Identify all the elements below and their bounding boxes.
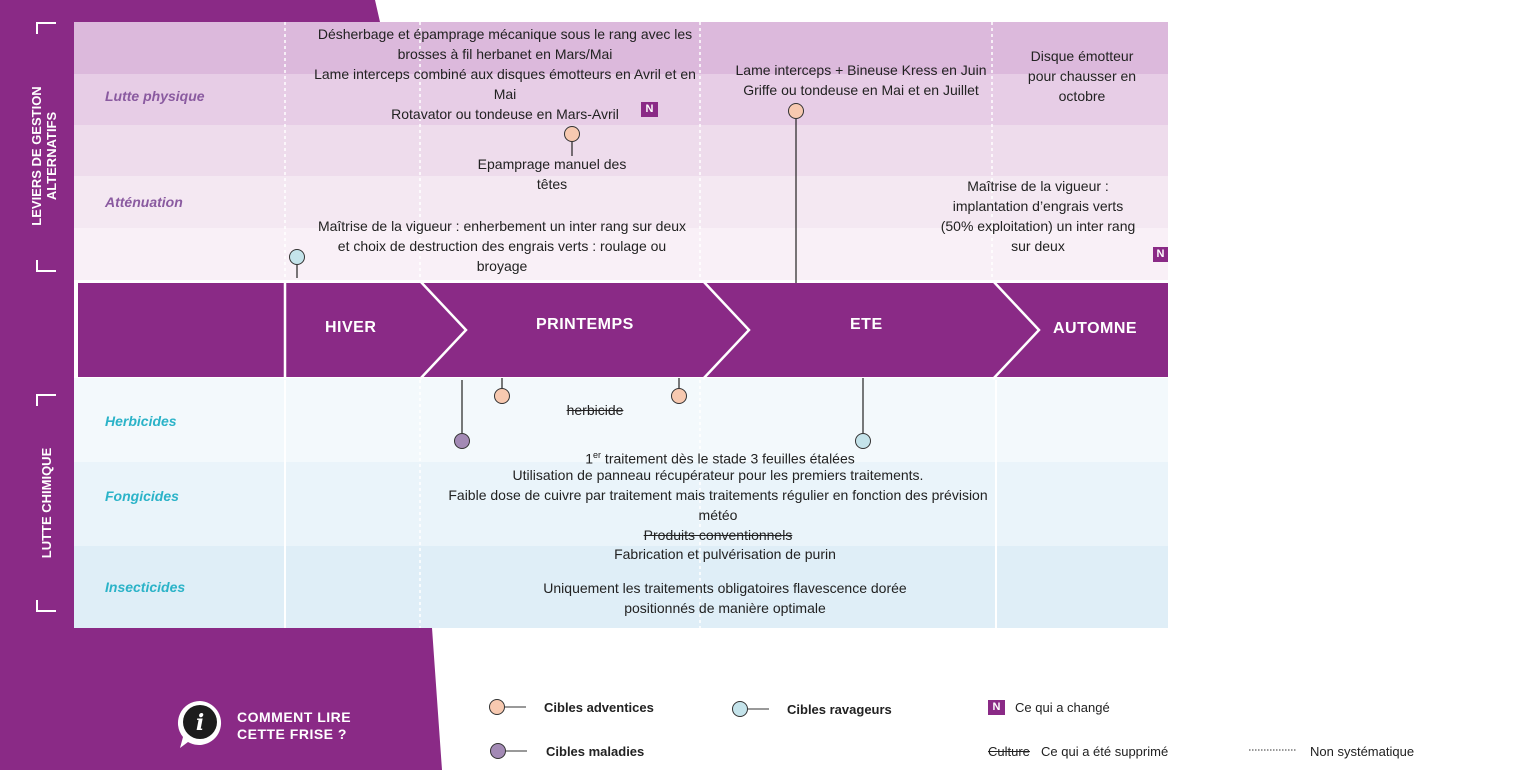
text-line: Disque émotteur [1030, 48, 1134, 64]
text-line: 1 [585, 450, 594, 467]
row-label-attenuation: Atténuation [105, 194, 183, 210]
legend-adventices: Cibles adventices [544, 700, 654, 715]
season-printemps: PRINTEMPS [536, 316, 634, 333]
text-line: Désherbage et épamprage mécanique sous l… [317, 26, 693, 42]
text-line: positionnés de manière optimale [624, 600, 826, 616]
text-line: Lame interceps + Bineuse Kress en Juin [735, 62, 987, 78]
attenuation-epamprage-block: Epamprage manuel des têtes [450, 154, 654, 194]
band-fongicides [74, 462, 1168, 546]
physique-automne-block: Disque émotteur pour chausser en octobre [1000, 46, 1164, 106]
text-line: Utilisation de panneau récupérateur pour… [512, 467, 924, 483]
legend-supprime: Ce qui a été supprimé [1041, 744, 1169, 759]
band-attenuation-3 [74, 228, 1168, 280]
text-line: et choix de destruction des engrais vert… [337, 238, 667, 254]
text-line: sur deux [1011, 238, 1065, 254]
text-line: Faible dose de cuivre par traitement mai… [448, 487, 988, 503]
legend-maladies: Cibles maladies [546, 744, 645, 759]
text-line: implantation d’engrais verts [952, 198, 1124, 214]
text-line: Lame interceps combiné aux disques émott… [314, 66, 696, 82]
band-herbicides [74, 378, 1168, 462]
svg-text:i: i [196, 710, 204, 736]
attenuation-automne-block: Maîtrise de la vigueur : implantation d’… [918, 176, 1158, 256]
text-line: têtes [536, 176, 568, 192]
legend-non-systematique: Non systématique [1310, 744, 1415, 759]
insecticides-text-block: Fabrication et pulvérisation de purin Un… [480, 544, 970, 618]
text-line: Fabrication et pulvérisation de purin [614, 546, 836, 562]
band-attenuation-1 [74, 125, 1168, 176]
text-line: broyage [476, 258, 528, 274]
text-line: pour chausser en [1027, 68, 1137, 84]
season-hiver: HIVER [325, 319, 377, 336]
row-label-lutte-physique: Lutte physique [105, 88, 205, 104]
text-line: Maîtrise de la vigueur : [967, 178, 1109, 194]
bracket [36, 22, 56, 34]
info-caption: COMMENT LIRE CETTE FRISE ? [237, 709, 351, 743]
bracket [36, 260, 56, 272]
physique-ete-block: Lame interceps + Bineuse Kress en Juin G… [716, 60, 1006, 100]
text-line: Mai [493, 86, 517, 102]
bracket [36, 394, 56, 406]
text-line: er [593, 450, 602, 460]
band-insecticides [74, 546, 1168, 628]
text-line: Maîtrise de la vigueur : enherbement un … [317, 218, 687, 234]
text-line: brosses à fil herbanet en Mars/Mai [397, 46, 613, 62]
new-badge: N [1153, 247, 1168, 262]
legend-ravageurs: Cibles ravageurs [787, 702, 892, 717]
text-line-removed: Produits conventionnels [643, 527, 793, 543]
band-attenuation-2 [74, 176, 1168, 228]
text-line: Uniquement les traitements obligatoires … [543, 580, 907, 596]
legend-new-badge: N [988, 700, 1005, 715]
legend-culture: Culture [988, 744, 1030, 759]
text-line: Griffe ou tondeuse en Mai et en Juillet [743, 82, 979, 98]
herbicide-removed: herbicide [566, 402, 624, 418]
traitement-text: 1er traitement dès le stade 3 feuilles é… [520, 445, 920, 469]
info-icon: i [177, 701, 222, 748]
season-automne: AUTOMNE [1053, 320, 1138, 337]
attenuation-vigueur-block: Maîtrise de la vigueur : enherbement un … [280, 216, 724, 276]
text-line: Rotavator ou tondeuse en Mars-Avril [280, 104, 730, 124]
text-line: COMMENT LIRE [237, 709, 352, 725]
band-physique-2 [74, 74, 1168, 125]
text-line: Rotavator ou tondeuse en Mars-Avril [391, 106, 619, 122]
text-line: (50% exploitation) un inter rang [940, 218, 1136, 234]
row-label-herbicides: Herbicides [105, 413, 177, 429]
row-label-insecticides: Insecticides [105, 579, 186, 595]
season-ete: ETE [850, 316, 883, 333]
text-line: CETTE FRISE ? [237, 726, 347, 742]
text-line: Epamprage manuel des [477, 156, 627, 172]
text-line: traitement dès le stade 3 feuilles étalé… [601, 450, 855, 467]
text-line: météo [698, 507, 738, 523]
text-line: octobre [1058, 88, 1106, 104]
legend-change: Ce qui a changé [1015, 700, 1110, 715]
row-label-fongicides: Fongicides [105, 488, 179, 504]
bracket [36, 600, 56, 612]
fongicides-text-block: Utilisation de panneau récupérateur pour… [410, 465, 1026, 545]
band-physique-1 [74, 22, 1168, 74]
new-badge: N [641, 102, 658, 117]
physique-text-block: Désherbage et épamprage mécanique sous l… [280, 24, 730, 124]
